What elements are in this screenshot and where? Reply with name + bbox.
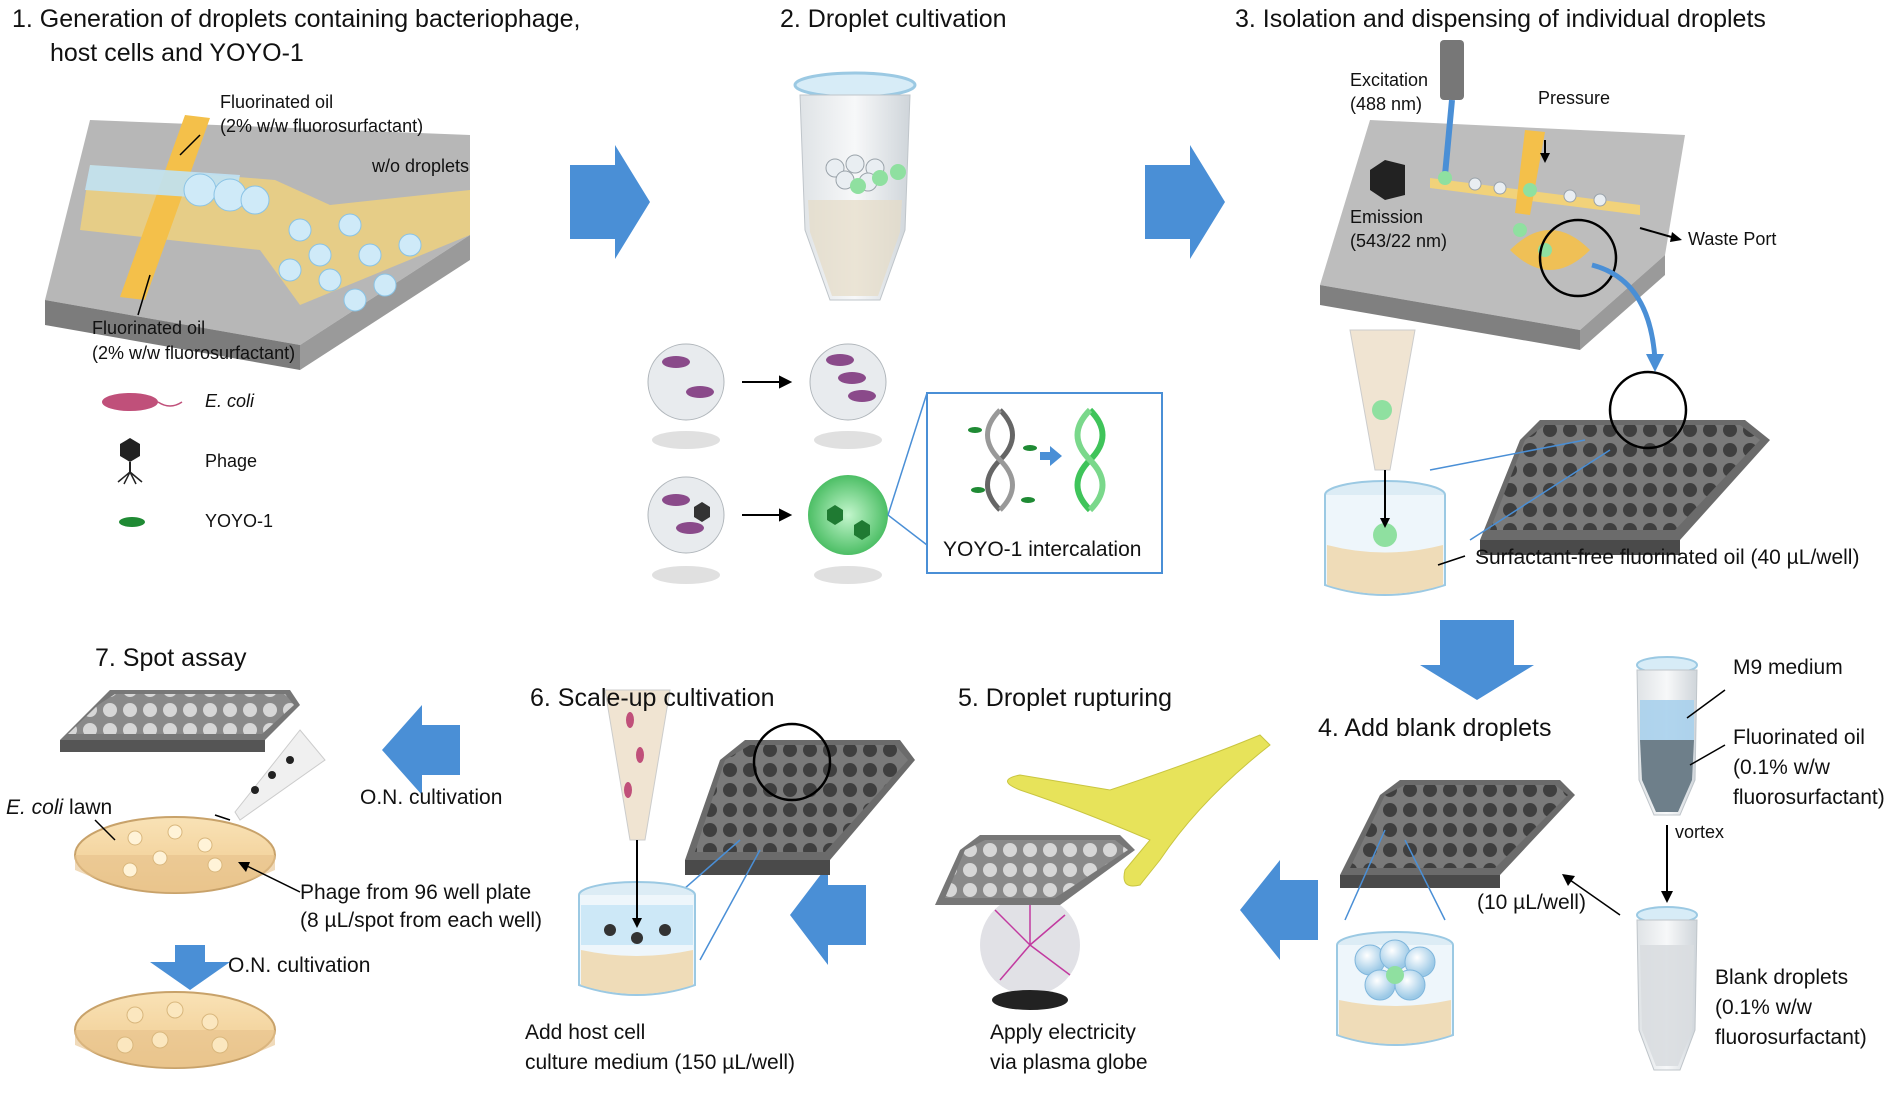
- cultivation-tube: [793, 71, 917, 301]
- add-host-cell-label: Add host cell: [525, 1021, 646, 1044]
- leader-line: [179, 134, 201, 156]
- add-host-cell-label-2: culture medium (150 µL/well): [525, 1051, 796, 1074]
- arrow-3-to-4: [1420, 620, 1534, 700]
- agar-plate-2: [74, 991, 276, 1069]
- well-plate-96-panel4: [1340, 780, 1575, 888]
- blank-droplets-label-2: (0.1% w/w: [1715, 996, 1812, 1019]
- volume-per-well-label: (10 µL/well): [1477, 891, 1586, 914]
- apply-electricity-label: Apply electricity: [990, 1021, 1136, 1044]
- ecoli-lawn-italic: E. coli: [6, 796, 64, 819]
- well-plate-on-globe: [935, 835, 1135, 905]
- phage-from-plate-label-2: (8 µL/spot from each well): [300, 909, 543, 932]
- surfactant-free-oil-label: Surfactant-free fluorinated oil (40 µL/w…: [1475, 546, 1860, 569]
- step-3-title: 3. Isolation and dispensing of individua…: [1235, 5, 1766, 33]
- blank-droplet-cup: [1336, 931, 1454, 1046]
- arrow-4-to-5: [1240, 860, 1318, 960]
- well-cup-with-tip: [1324, 329, 1446, 596]
- microfluidic-chip: [45, 115, 470, 370]
- well-plate-spot: [60, 690, 300, 752]
- oil-01-label-2: (0.1% w/w: [1733, 756, 1830, 779]
- on-cultivation-label-b: O.N. cultivation: [228, 954, 371, 977]
- wo-droplets-label: w/o droplets: [372, 156, 470, 176]
- step-7-title: 7. Spot assay: [95, 644, 247, 672]
- legend-ecoli-label: E. coli: [205, 391, 255, 411]
- arrow-2-to-3: [1145, 145, 1225, 259]
- sorting-chip: [1320, 40, 1685, 350]
- leader-line: [887, 392, 928, 516]
- on-cultivation-label-a: O.N. cultivation: [360, 786, 503, 809]
- phage-from-plate-label: Phage from 96 well plate: [300, 881, 532, 904]
- leader-line: [887, 514, 928, 546]
- agar-plate-1: [74, 816, 276, 894]
- step-1-title-cont: host cells and YOYO-1: [50, 39, 304, 67]
- spot-pipette-tip: [234, 729, 326, 821]
- arrow-1-to-2: [570, 145, 650, 259]
- m9-tube: [1636, 656, 1698, 816]
- arrow-spot-down: [150, 945, 230, 990]
- blank-droplets-label-3: fluorosurfactant): [1715, 1026, 1867, 1049]
- emission-label: Emission: [1350, 207, 1424, 227]
- dispense-arrow: [1591, 262, 1658, 361]
- ecoli-lawn-label: E. coli lawn: [6, 795, 112, 820]
- well-plate-96: [1480, 370, 1770, 555]
- droplet-spheres: [647, 343, 888, 584]
- ecoli-legend-icon: [102, 393, 183, 411]
- oil-bottom-label: Fluorinated oil: [92, 318, 206, 338]
- oil-top-label-2: (2% w/w fluorosurfactant): [220, 116, 424, 136]
- plasma-globe: [980, 895, 1080, 1010]
- well-plate-96-panel6: [685, 722, 915, 875]
- oil-bottom-label-2: (2% w/w fluorosurfactant): [92, 343, 296, 363]
- intercalation-label: YOYO-1 intercalation: [943, 538, 1142, 561]
- arrow-5-to-6: [790, 865, 866, 965]
- legend-yoyo-label: YOYO-1: [205, 511, 274, 531]
- glove-hand: [1007, 734, 1271, 887]
- intercalation-box: [926, 392, 1163, 574]
- oil-top-label: Fluorinated oil: [220, 92, 334, 112]
- step-1-title: 1. Generation of droplets containing bac…: [12, 5, 581, 33]
- oil-01-label-3: fluorosurfactant): [1733, 786, 1885, 809]
- arrow-6-to-7: [382, 705, 460, 795]
- scale-up-cup: [578, 689, 696, 996]
- legend-phage-label: Phage: [205, 451, 258, 471]
- m9-medium-label: M9 medium: [1733, 656, 1843, 679]
- vortex-label: vortex: [1675, 822, 1725, 842]
- emission-wavelength: (543/22 nm): [1350, 231, 1448, 251]
- step-5-title: 5. Droplet rupturing: [958, 684, 1173, 712]
- waste-port-label: Waste Port: [1688, 229, 1777, 249]
- leader-line: [137, 274, 151, 316]
- step-6-title: 6. Scale-up cultivation: [530, 684, 775, 712]
- ecoli-lawn-rest: lawn: [63, 796, 113, 819]
- transition-arrows: [742, 375, 793, 522]
- dna-helix-icons: [968, 407, 1106, 513]
- yoyo-legend-icon: [119, 517, 145, 527]
- detector-icon: [1370, 160, 1405, 200]
- phage-legend-icon: [117, 438, 143, 485]
- excitation-wavelength: (488 nm): [1350, 94, 1423, 114]
- blank-droplets-label: Blank droplets: [1715, 966, 1849, 989]
- step-4-title: 4. Add blank droplets: [1318, 714, 1552, 742]
- pressure-label: Pressure: [1538, 88, 1611, 108]
- blank-droplet-tube: [1636, 906, 1698, 1071]
- excitation-label: Excitation: [1350, 70, 1429, 90]
- oil-01-label: Fluorinated oil: [1733, 726, 1865, 749]
- step-2-title: 2. Droplet cultivation: [780, 5, 1007, 33]
- apply-electricity-label-2: via plasma globe: [990, 1051, 1148, 1074]
